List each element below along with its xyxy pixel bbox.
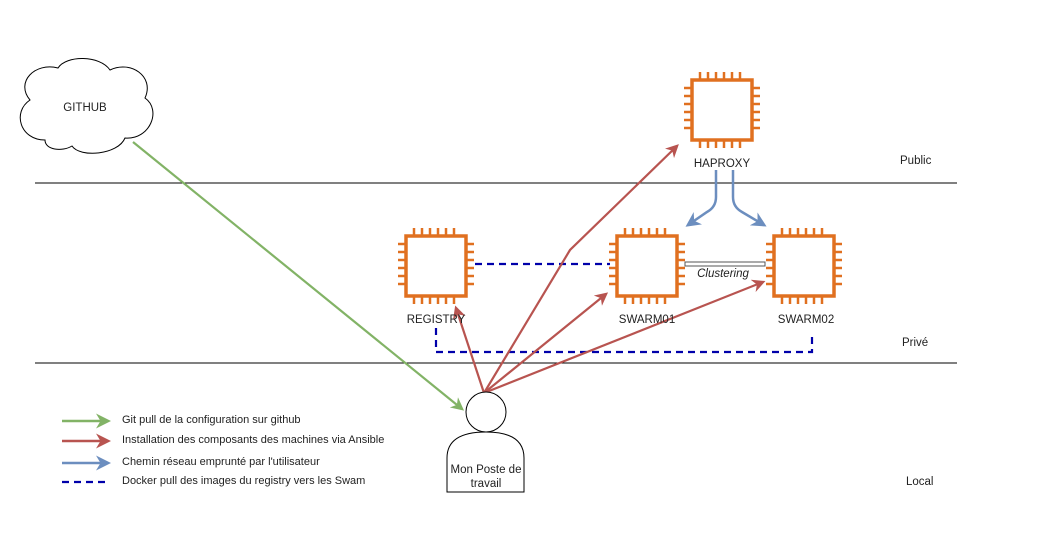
- ansible-arrow-haproxy: [483, 144, 679, 394]
- swarm01-chip-icon: [607, 226, 687, 306]
- haproxy-label: HAPROXY: [691, 158, 753, 170]
- swarm01-label: SWARM01: [618, 314, 676, 326]
- zone-label-private: Privé: [902, 337, 929, 349]
- legend-git-label: Git pull de la configuration sur github: [122, 414, 301, 426]
- network-arrow-swarm02: [731, 170, 767, 227]
- docker-pull-registry-swarm02: [434, 328, 814, 354]
- workstation-label-line1: Mon Poste de: [450, 464, 522, 476]
- legend-network-label: Chemin réseau emprunté par l'utilisateur: [122, 456, 320, 468]
- workstation-label-line2: travail: [470, 478, 502, 490]
- ansible-arrow-swarm01: [483, 292, 609, 394]
- swarm02-label: SWARM02: [777, 314, 835, 326]
- github-cloud-icon: [19, 58, 154, 154]
- workstation-user-icon: [446, 391, 525, 493]
- ansible-arrow-swarm02: [483, 279, 766, 395]
- zone-label-public: Public: [900, 155, 932, 167]
- clustering-link: [684, 261, 766, 267]
- registry-chip-icon: [396, 226, 476, 306]
- git-pull-arrow: [132, 141, 465, 411]
- ansible-arrow-registry: [453, 305, 486, 394]
- legend-docker-label: Docker pull des images du registry vers …: [122, 475, 366, 487]
- legend-ansible-label: Installation des composants des machines…: [122, 434, 385, 446]
- github-label: GITHUB: [63, 102, 107, 114]
- network-arrow-swarm01: [685, 170, 718, 227]
- registry-label: REGISTRY: [406, 314, 466, 326]
- haproxy-chip-icon: [682, 70, 762, 150]
- swarm02-chip-icon: [764, 226, 844, 306]
- zone-label-local: Local: [906, 476, 934, 488]
- clustering-label: Clustering: [695, 268, 751, 280]
